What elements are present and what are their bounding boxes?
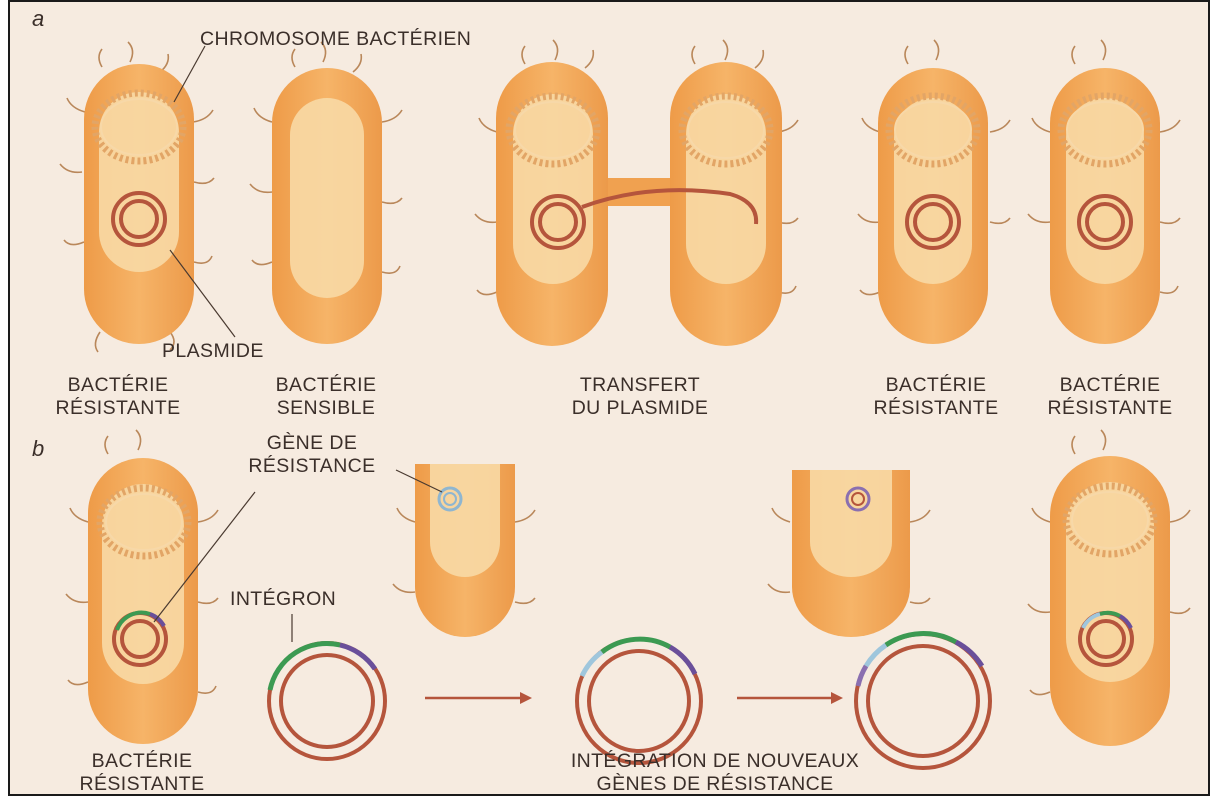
panel-label-a: a: [32, 6, 44, 32]
cell-sensitive: [250, 42, 402, 344]
cell-b-resistant: [66, 430, 218, 744]
cell-b-donor-2: [768, 470, 930, 637]
cell-resistant-1: [60, 42, 214, 352]
cell-b-donor-1: [393, 464, 535, 637]
integron-label: INTÉGRON: [230, 588, 336, 611]
integron-plasmid-2: [577, 639, 701, 763]
integron-plasmid-1: [269, 643, 385, 759]
integron-plasmid-3: [856, 634, 990, 768]
cell-resistant-2: [858, 40, 1010, 344]
cells-transfer: [475, 40, 798, 346]
cell-b-final: [1028, 430, 1190, 746]
cell-resistant-3: [1028, 40, 1180, 344]
arrow-2: [737, 692, 843, 704]
panel-label-b: b: [32, 436, 44, 462]
diagram-frame: a b CHROMOSOME BACTÉRIEN PLASMIDE BACTÉR…: [8, 0, 1210, 796]
chromosome-label: CHROMOSOME BACTÉRIEN: [200, 28, 471, 51]
plasmide-label: PLASMIDE: [162, 340, 264, 363]
arrow-1: [425, 692, 532, 704]
